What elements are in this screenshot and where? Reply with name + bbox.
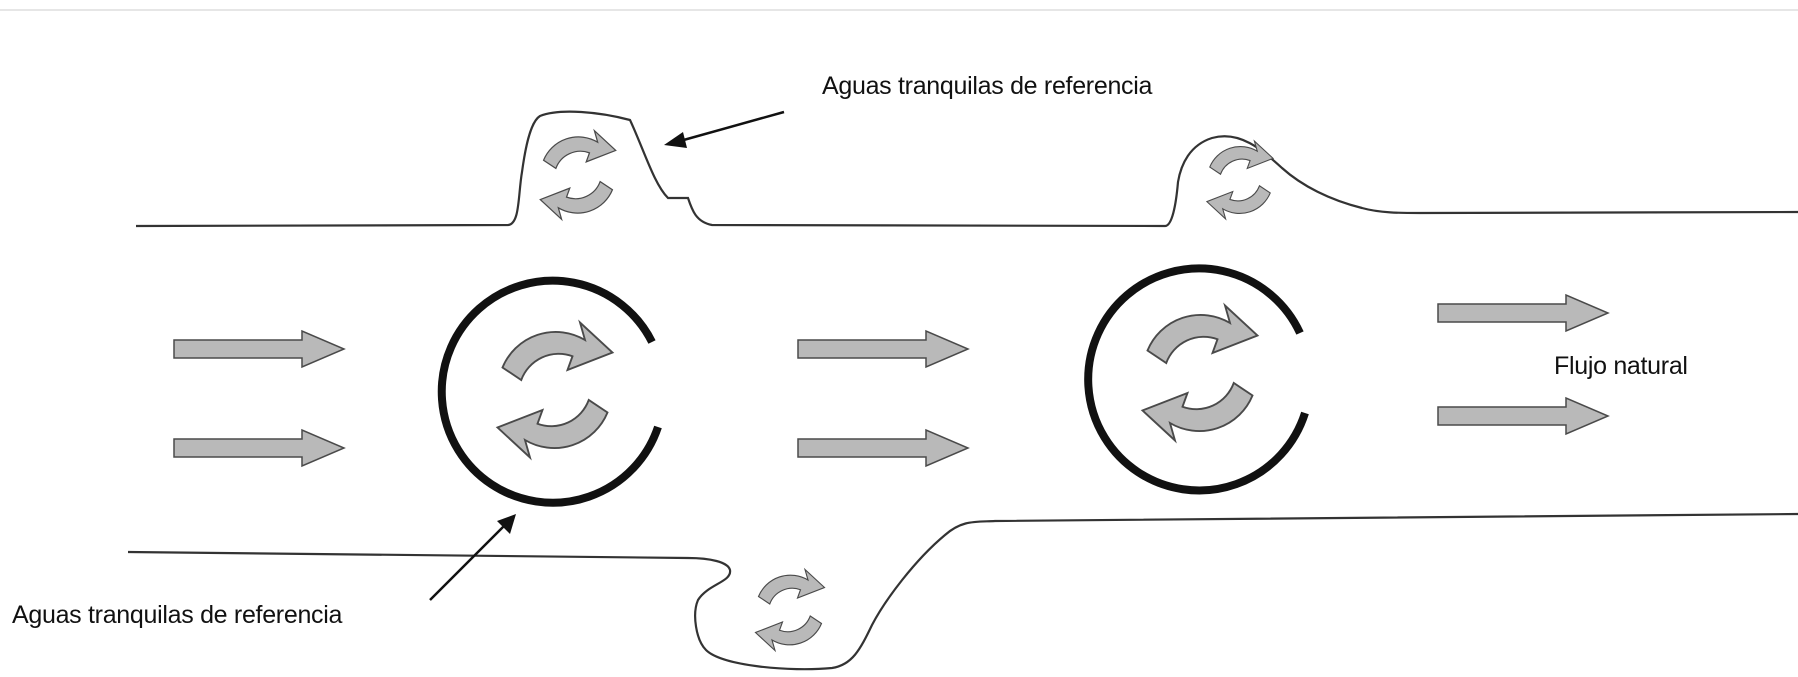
- lower-bank-line: [127, 512, 1798, 671]
- leader-arrow-top: [664, 110, 785, 148]
- upper-bank-line: [135, 110, 1798, 228]
- flow-arrow-3: [797, 330, 969, 368]
- rotation-arrows-main-right: [1141, 304, 1259, 442]
- label-reference-still-water-top: Aguas tranquilas de referencia: [822, 72, 1153, 100]
- flow-arrow-4: [797, 429, 969, 467]
- rotation-arrows-pocket-top-left: [539, 130, 617, 220]
- flow-arrow-6: [1437, 397, 1609, 435]
- eddy-ring-left: [437, 276, 662, 507]
- rotation-arrows-pocket-top-right: [1206, 140, 1274, 220]
- flow-arrow-1: [173, 330, 345, 368]
- flow-arrow-2: [173, 429, 345, 467]
- eddy-ring-right: [1084, 264, 1309, 495]
- label-natural-flow: Flujo natural: [1554, 352, 1688, 380]
- label-reference-still-water-bottom: Aguas tranquilas de referencia: [12, 601, 343, 629]
- top-divider: [0, 9, 1798, 11]
- rotation-arrows-pocket-bottom: [754, 568, 826, 652]
- rotation-arrows-main-left: [496, 321, 614, 459]
- flow-arrow-5: [1437, 294, 1609, 332]
- leader-arrow-bottom: [429, 514, 516, 601]
